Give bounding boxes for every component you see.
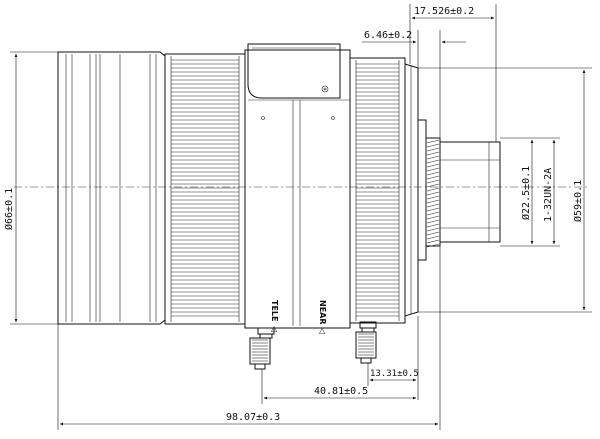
near-engraving: NEAR ◁ xyxy=(318,300,327,334)
thread-line xyxy=(426,163,440,168)
thread-line xyxy=(426,175,440,180)
thread-line xyxy=(426,223,440,228)
zoom-ring xyxy=(164,53,246,325)
rear-body xyxy=(404,63,427,317)
thread-spec-label: 1-32UN-2A xyxy=(543,168,554,222)
dim-thread-diameter: Ø22.5±0.1 1-32UN-2A xyxy=(500,137,560,247)
near-label: NEAR xyxy=(318,300,327,325)
mount-step-label: 6.46±0.2 xyxy=(364,30,412,41)
thread-line xyxy=(426,151,440,156)
flange-distance-label: 17.526±0.2 xyxy=(414,6,474,17)
index-plate xyxy=(247,43,341,99)
thread-line xyxy=(426,219,440,224)
thread-line xyxy=(426,139,440,144)
thread-line xyxy=(426,143,440,148)
thread-line xyxy=(426,147,440,152)
thread-line xyxy=(426,239,440,244)
thread-line xyxy=(426,167,440,172)
thread-line xyxy=(426,243,440,248)
tele-engraving: TELE ◁ xyxy=(270,300,279,332)
svg-text:◁: ◁ xyxy=(270,325,279,332)
thread-line xyxy=(426,191,440,196)
front-diameter-label: Ø66±0.1 xyxy=(3,188,15,230)
tele-label: TELE xyxy=(270,300,279,321)
thread-diameter-label: Ø22.5±0.1 xyxy=(520,166,532,220)
thread-line xyxy=(426,211,440,216)
thread-line xyxy=(426,207,440,212)
screw-spacing-label: 40.81±0.5 xyxy=(314,386,368,397)
rear-diameter-label: Ø59±0.1 xyxy=(572,180,584,222)
thread-line xyxy=(426,179,440,184)
thread-line xyxy=(426,187,440,192)
thread-line xyxy=(426,183,440,188)
focus-ring xyxy=(349,57,406,324)
thread-line xyxy=(426,215,440,220)
thread-line xyxy=(426,155,440,160)
c-mount-thread xyxy=(425,137,501,248)
dim-screw-spacing: 40.81±0.5 xyxy=(261,369,417,404)
zoom-lock-screw xyxy=(249,327,275,370)
thread-line xyxy=(426,171,440,176)
dim-mount-step: 6.46±0.2 xyxy=(362,30,466,138)
total-length-label: 98.07±0.3 xyxy=(226,412,280,423)
dim-screw-offset: 13.31±0.5 xyxy=(367,316,419,400)
screw-offset-label: 13.31±0.5 xyxy=(370,369,419,379)
thread-line xyxy=(426,235,440,240)
svg-text:◁: ◁ xyxy=(318,327,327,334)
thread-line xyxy=(426,203,440,208)
focus-lock-screw xyxy=(355,321,377,364)
thread-line xyxy=(426,199,440,204)
dim-total-length: 98.07±0.3 xyxy=(57,246,441,430)
thread-line xyxy=(426,227,440,232)
dim-flange-distance: 17.526±0.2 xyxy=(409,4,497,142)
dim-rear-diameter: Ø59±0.1 xyxy=(418,67,592,313)
thread-line xyxy=(426,159,440,164)
thread-line xyxy=(426,195,440,200)
thread-line xyxy=(426,231,440,236)
central-body xyxy=(244,43,351,329)
dim-front-diameter: Ø66±0.1 xyxy=(3,51,58,325)
front-barrel xyxy=(57,51,166,325)
